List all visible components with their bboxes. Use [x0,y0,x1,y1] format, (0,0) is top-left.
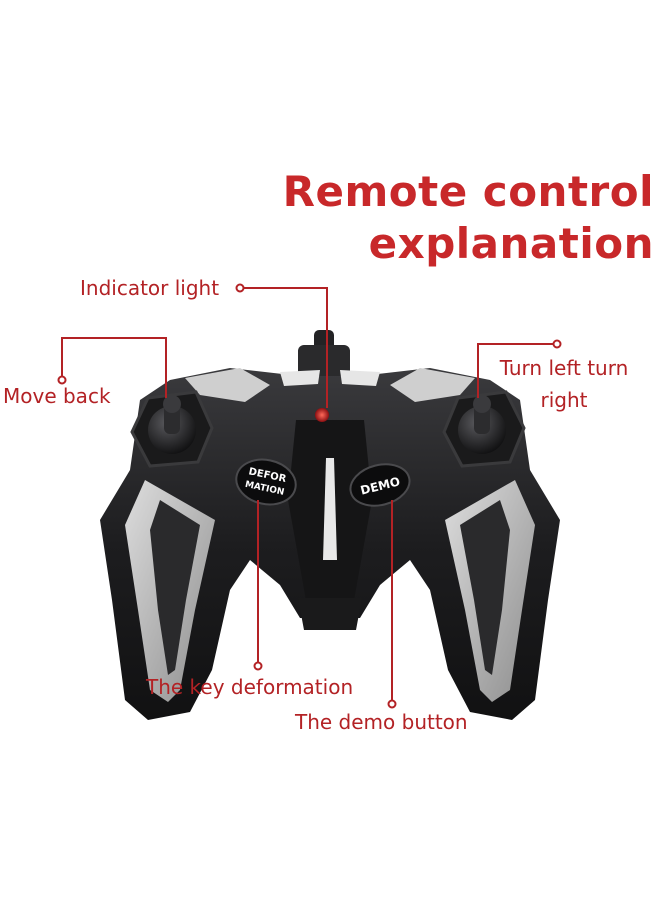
callout-lines [57,283,562,709]
controller-body [100,368,560,720]
key-deformation-label: The key deformation [146,675,354,699]
key-deformation-leader-dot [253,661,263,671]
move-back-leader-line [61,337,167,398]
move-back-leader-dot [57,375,67,385]
indicator-light-leader-dot [235,283,245,293]
turn-label: Turn left turn right [499,356,629,412]
title-line-1: Remote control [282,167,654,216]
left-joystick[interactable] [130,390,214,468]
deformation-button[interactable]: DEFOR MATION [232,454,300,510]
move-back-label: Move back [3,384,111,408]
page-title: Remote control explanation [234,166,654,270]
title-line-2: explanation [368,219,654,268]
turn-leader-dot [552,339,562,349]
demo-leader-dot [387,699,397,709]
indicator-light-led [315,408,329,422]
turn-leader-line [477,343,553,398]
demo-button-label-callout: The demo button [295,710,468,734]
demo-button[interactable]: DEMO [346,458,414,511]
indicator-light-leader-line [244,287,328,408]
right-joystick[interactable] [442,390,526,468]
indicator-light-label: Indicator light [80,276,220,300]
